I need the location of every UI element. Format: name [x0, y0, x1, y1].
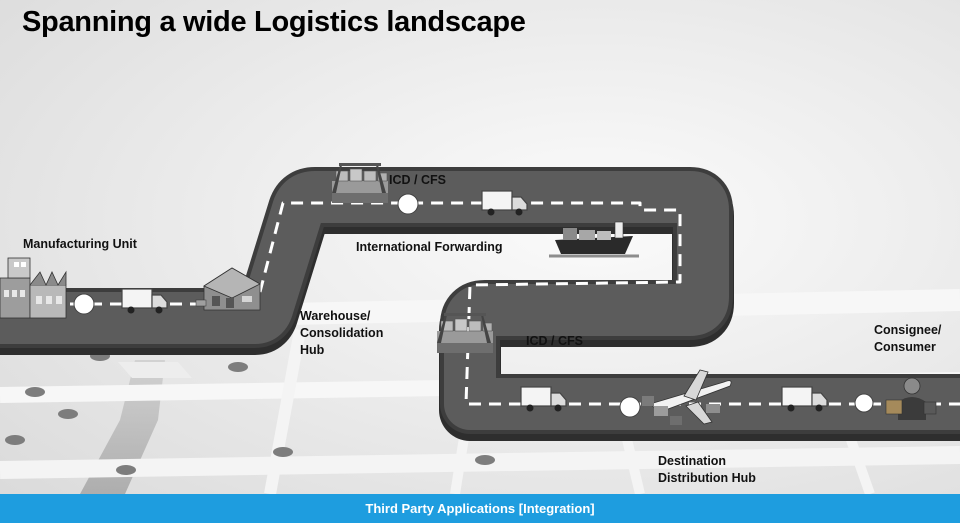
- international-forwarding-label: International Forwarding: [356, 240, 503, 254]
- warehouse-icon: [195, 267, 261, 311]
- route-nodes: [73, 193, 874, 418]
- consignee-label-line: Consignee/: [874, 323, 942, 337]
- consignee-label: Consignee/ Consumer: [874, 322, 941, 356]
- warehouse-label-line: Hub: [300, 343, 325, 357]
- icd-cfs-mid-label: ICD / CFS: [526, 334, 583, 348]
- warehouse-label: Warehouse/ Consolidation Hub: [300, 308, 383, 359]
- consignee-person-icon: [885, 377, 937, 420]
- consignee-label-line: Consumer: [874, 340, 936, 354]
- cargo-plane-icon: [642, 369, 732, 425]
- route-node: [397, 193, 419, 215]
- warehouse-label-line: Consolidation: [300, 326, 384, 340]
- route-node: [619, 396, 641, 418]
- manufacturing-unit-label: Manufacturing Unit: [23, 237, 137, 251]
- cargo-ship-icon: [549, 221, 639, 258]
- destination-hub-label-line: Distribution Hub: [658, 471, 756, 485]
- destination-hub-label: Destination Distribution Hub: [658, 453, 756, 487]
- footer-text: Third Party Applications [Integration]: [365, 501, 595, 516]
- logistics-map: [0, 162, 960, 494]
- warehouse-label-line: Warehouse/: [300, 309, 371, 323]
- route-node: [73, 293, 95, 315]
- road: [0, 167, 960, 441]
- icd-cfs-top-label: ICD / CFS: [389, 173, 446, 187]
- footer-bar: Third Party Applications [Integration]: [0, 494, 960, 523]
- factory-icon: [0, 257, 67, 319]
- route-node: [854, 393, 874, 413]
- page-title: Spanning a wide Logistics landscape: [22, 6, 526, 38]
- destination-hub-label-line: Destination: [658, 454, 727, 468]
